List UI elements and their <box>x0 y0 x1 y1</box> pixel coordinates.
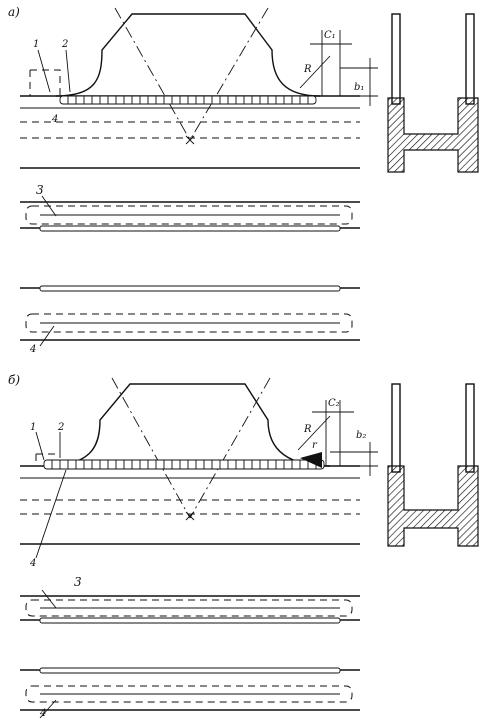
gusset-plate-a <box>55 13 321 97</box>
beam-plan-view-b <box>20 595 360 711</box>
panel-a-label: a) <box>8 5 20 19</box>
callout-4-a: 4 <box>29 344 36 355</box>
callout-4-b: 4 <box>39 708 46 719</box>
i-beam-section-a <box>387 13 479 173</box>
beam-side-view-b <box>20 465 360 545</box>
beam-plan-view-a <box>20 201 360 341</box>
callout-3-b: 3 <box>74 575 82 589</box>
gusset-plate-b <box>43 383 331 467</box>
weld-bead-a <box>59 95 317 105</box>
svg-text:C₂: C₂ <box>328 398 340 409</box>
svg-text:r: r <box>312 440 318 451</box>
cut-outline-b <box>35 453 60 466</box>
dimension-c1-b1: C₁ b₁ R <box>299 30 378 106</box>
callout-1-a: 1 <box>33 39 39 50</box>
centerline-b1 <box>111 377 191 519</box>
beam-side-view-a <box>20 95 360 169</box>
i-beam-section-b <box>387 383 479 547</box>
callout-4-a-side: 4 <box>51 114 58 125</box>
weld-bead-b <box>43 452 325 470</box>
callout-3-a: 3 <box>36 183 44 197</box>
centerline-a2 <box>189 7 269 141</box>
callout-2-b: 2 <box>57 422 64 433</box>
svg-text:b₂: b₂ <box>356 430 366 441</box>
cut-outline-a <box>29 69 61 96</box>
panel-b-label: б) <box>8 373 20 387</box>
svg-text:b₁: b₁ <box>354 82 364 93</box>
callout-1-b: 1 <box>30 422 36 433</box>
centerline-b2 <box>189 377 271 519</box>
svg-text:R: R <box>303 64 312 75</box>
panel-a: a) C₁ b₁ <box>8 5 479 355</box>
callout-4-b-side: 4 <box>29 558 36 569</box>
centerline-a1 <box>114 7 191 141</box>
svg-text:R: R <box>303 424 312 435</box>
panel-b: б) C₂ b₂ R r <box>8 373 479 719</box>
dimension-c2-b2: C₂ b₂ R r <box>297 398 378 476</box>
svg-text:C₁: C₁ <box>324 30 336 41</box>
callout-2-a: 2 <box>61 39 68 50</box>
